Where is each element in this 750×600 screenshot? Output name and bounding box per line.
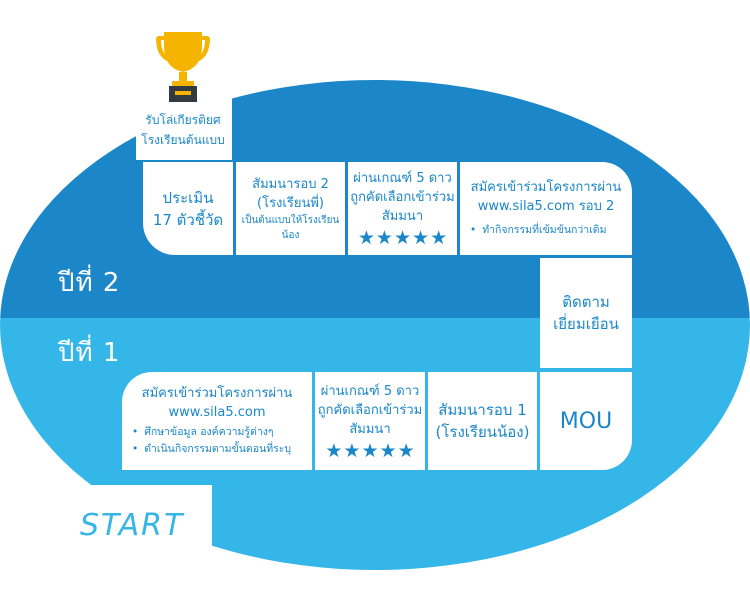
star-icon: ★ <box>343 439 361 462</box>
cell-register-round-1: สมัครเข้าร่วมโครงการผ่าน www.sila5.com ศ… <box>122 372 312 470</box>
register2-line-2: www.sila5.com รอบ 2 <box>477 199 615 214</box>
star-icon: ★ <box>357 227 375 249</box>
follow-line-1: ติดตาม <box>562 293 610 311</box>
seminar2-line-3: เป็นต้นแบบให้โรงเรียนน้อง <box>241 214 340 241</box>
pass5-y2-line-3: สัมมนา <box>381 209 424 224</box>
register2-bullets: ทำกิจกรรมที่เข้มข้นกว่าเดิม <box>460 222 632 239</box>
register1-bullet: ศึกษาข้อมูล องค์ความรู้ต่างๆ <box>132 424 308 441</box>
star-icon: ★ <box>430 227 448 249</box>
cell-evaluate: ประเมิน 17 ตัวชี้วัด <box>143 162 233 255</box>
seminar2-line-2: (โรงเรียนพี่) <box>257 195 324 211</box>
mou-label: MOU <box>559 408 613 434</box>
register2-line-1: สมัครเข้าร่วมโครงการผ่าน <box>470 180 622 195</box>
star-icon: ★ <box>379 439 397 462</box>
pass5-y1-line-3: สัมมนา <box>349 421 391 437</box>
cell-mou: MOU <box>540 372 632 470</box>
start-label: START <box>80 508 185 543</box>
pass5-y1-line-2: ถูกคัดเลือกเข้าร่วม <box>317 402 423 418</box>
cell-seminar-1: สัมมนารอบ 1 (โรงเรียนน้อง) <box>428 372 537 470</box>
cell-register-round-2: สมัครเข้าร่วมโครงการผ่าน www.sila5.com ร… <box>460 162 632 255</box>
seminar1-line-2: (โรงเรียนน้อง) <box>435 423 530 441</box>
star-icon: ★ <box>393 227 412 249</box>
cell-seminar-2: สัมมนารอบ 2 (โรงเรียนพี่) เป็นต้นแบบให้โ… <box>236 162 345 255</box>
evaluate-line-1: ประเมิน <box>162 188 214 207</box>
cell-follow-up: ติดตาม เยี่ยมเยือน <box>540 258 632 368</box>
seminar2-line-1: สัมมนารอบ 2 <box>252 176 329 192</box>
star-rating-year2: ★ ★ ★ ★ ★ <box>358 229 447 248</box>
seminar1-line-1: สัมมนารอบ 1 <box>438 401 527 419</box>
register1-bullets: ศึกษาข้อมูล องค์ความรู้ต่างๆ ดำเนินกิจกร… <box>122 424 312 458</box>
evaluate-line-2: 17 ตัวชี้วัด <box>152 210 224 229</box>
register2-bullet: ทำกิจกรรมที่เข้มข้นกว่าเดิม <box>470 222 628 239</box>
pass5-y1-line-1: ผ่านเกณฑ์ 5 ดาว <box>320 383 420 399</box>
pass5-y2-line-1: ผ่านเกณฑ์ 5 ดาว <box>353 171 452 186</box>
star-rating-year1: ★ ★ ★ ★ ★ <box>325 439 415 462</box>
star-icon: ★ <box>412 227 430 249</box>
year2-label: ปีที่ 2 <box>58 268 121 298</box>
award-line-1: รับโล่เกียรติยศ <box>145 113 221 127</box>
award-line-2: โรงเรียนต้นแบบ <box>141 133 225 147</box>
star-icon: ★ <box>361 439 379 462</box>
trophy-icon <box>156 32 210 102</box>
cell-pass-5-stars-year2: ผ่านเกณฑ์ 5 ดาว ถูกคัดเลือกเข้าร่วม สัมม… <box>348 162 457 255</box>
register1-bullet: ดำเนินกิจกรรมตามขั้นตอนที่ระบุ <box>132 441 308 458</box>
award-label: รับโล่เกียรติยศ โรงเรียนต้นแบบ <box>137 110 229 150</box>
register1-line-2: www.sila5.com <box>168 405 266 420</box>
star-icon: ★ <box>375 227 393 249</box>
cell-pass-5-stars-year1: ผ่านเกณฑ์ 5 ดาว ถูกคัดเลือกเข้าร่วม สัมม… <box>315 372 425 470</box>
register1-line-1: สมัครเข้าร่วมโครงการผ่าน <box>141 386 293 401</box>
star-icon: ★ <box>325 439 343 462</box>
year1-label: ปีที่ 1 <box>58 338 121 368</box>
start-notch <box>0 485 212 600</box>
follow-line-2: เยี่ยมเยือน <box>553 315 619 333</box>
star-icon: ★ <box>397 439 415 462</box>
pass5-y2-line-2: ถูกคัดเลือกเข้าร่วม <box>350 190 455 205</box>
